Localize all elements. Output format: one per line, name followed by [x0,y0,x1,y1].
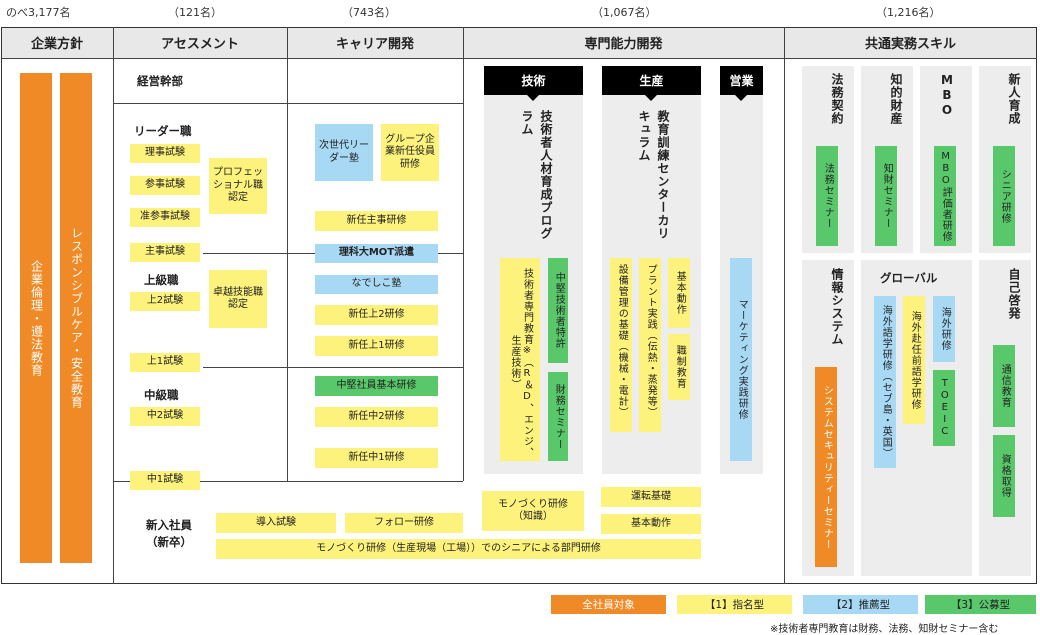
sales-arrow [735,95,747,101]
plant-practice: プラント実践（伝熱・蒸発等） [639,258,661,432]
professional-cert: プロフェッショナル職認定 [209,158,267,214]
exam-upper2: 上2試験 [130,292,200,311]
new-middle2-training: 新任中2研修 [315,407,438,427]
sales-header: 営業 [720,66,763,95]
header-assessment: アセスメント [113,27,287,58]
mono-senior-training: モノづくり研修（生産現場（工場））でのシニアによる部門研修 [216,539,701,559]
common-count: （1,216名） [876,6,941,19]
tech-program-title: 技術者人材育成プログラム [520,110,553,240]
info-title: 情報システム [830,268,844,346]
legal-seminar: 法務セミナー [816,146,838,246]
exam-middle2: 中2試験 [130,407,200,426]
intro-exam: 導入試験 [216,513,336,533]
prod-header: 生産 [602,66,701,95]
header-career: キャリア開発 [287,27,463,58]
exam-upper1: 上1試験 [130,353,200,372]
col-divider [463,27,464,481]
qualification: 資格取得 [993,435,1015,517]
prod-curriculum-title: 教育訓練センターカリキュラム [637,110,670,240]
legal-title: 法務契約 [830,73,844,125]
basic-actions: 基本動作 [668,258,690,328]
newcomer-label: 新入社員（新卒） [146,518,192,549]
overseas-training: 海外研修 [933,296,955,362]
total-count: のべ3,177名 [6,6,71,19]
upper-label: 上級職 [144,273,179,287]
col-divider [287,27,288,481]
correspondence-edu: 通信教育 [993,345,1015,427]
pre-assign-lang-training: 海外赴任前語学研修 [903,296,925,424]
exam-middle1: 中1試験 [130,471,200,490]
row-divider [113,481,463,482]
finance-seminar: 財務セミナー [548,372,568,461]
col-divider [784,27,785,584]
header-policy: 企業方針 [1,27,113,58]
ip-title: 知的財産 [889,73,903,125]
new-shuji-training: 新任主事研修 [315,211,438,231]
header-special: 専門能力開発 [463,27,784,58]
exam-shuji: 主事試験 [130,243,200,262]
follow-training: フォロー研修 [345,513,463,533]
exam-junsanji: 准参事試験 [130,208,200,227]
col-divider [113,27,114,584]
equipment-basics: 設備管理の基礎（機械・電計） [610,258,632,432]
row-divider [113,103,463,104]
supervisor-edu: 職制教育 [668,334,690,400]
special-count: （1,067名） [592,6,657,19]
tech-specialist-edu: 技術者専門教育※（R＆D、エンジ、生産技術） [500,258,540,461]
mbo-title: MBO [940,73,954,118]
mot-dispatch: 理科大MOT派遣 [315,244,438,263]
senior-training: シニア研修 [993,146,1015,246]
row-divider [203,367,463,368]
global-title: グローバル [880,271,938,285]
legend-open: 【3】公募型 [925,595,1036,614]
exec-label: 経営幹部 [137,74,183,88]
newtrain-title: 新人育成 [1007,73,1021,125]
security-seminar: システムセキュリティーセミナー [815,367,837,567]
ethics-bar: 企業倫理・遵法教育 [20,73,52,563]
tech-header: 技術 [484,66,583,95]
ip-seminar: 知財セミナー [875,146,897,246]
mid-basic-training: 中堅社員基本研修 [315,376,438,396]
operation-basics: 運転基礎 [601,487,701,507]
legend-nominated: 【1】指名型 [677,595,792,614]
new-upper1-training: 新任上1研修 [315,336,438,356]
mid-tech-patent: 中堅技術者特許 [548,258,568,363]
overseas-lang-training: 海外語学研修（セブ島・英国） [874,296,896,468]
exam-sanji: 参事試験 [130,176,200,195]
marketing-training: マーケティング実践研修 [730,258,752,461]
new-middle1-training: 新任中1研修 [315,448,438,468]
nadeshiko-school: なでしこ塾 [315,275,438,294]
mono-knowledge-training: モノづくり研修（知識） [482,491,584,531]
exam-riji: 理事試験 [130,144,200,163]
new-upper2-training: 新任上2研修 [315,305,438,325]
header-divider [1,58,1037,59]
group-new-exec-training: グループ企業新任役員研修 [381,124,439,181]
header-common: 共通実務スキル [784,27,1037,58]
mbo-evaluator-training: MBO評価者研修 [934,146,956,246]
next-leader-school: 次世代リーダー塾 [315,124,373,181]
middle-label: 中級職 [144,388,179,402]
main-frame [1,27,1037,584]
responsible-care-bar: レスポンシブルケア・安全教育 [60,73,92,563]
excellent-skill-cert: 卓越技能職認定 [209,270,267,328]
leader-label: リーダー職 [134,124,192,138]
career-count: （743名） [342,6,396,19]
assessment-count: （121名） [168,6,222,19]
prod-arrow [645,95,657,101]
legend-recommended: 【2】推薦型 [803,595,918,614]
self-dev-title: 自己啓発 [1007,268,1021,320]
legend-all: 全社員対象 [551,595,666,614]
legend-note: ※技術者専門教育は財務、法務、知財セミナー含む [770,624,999,635]
tech-arrow [527,95,539,101]
toeic: TOEIC [933,370,955,446]
basic-actions-2: 基本動作 [601,514,701,534]
